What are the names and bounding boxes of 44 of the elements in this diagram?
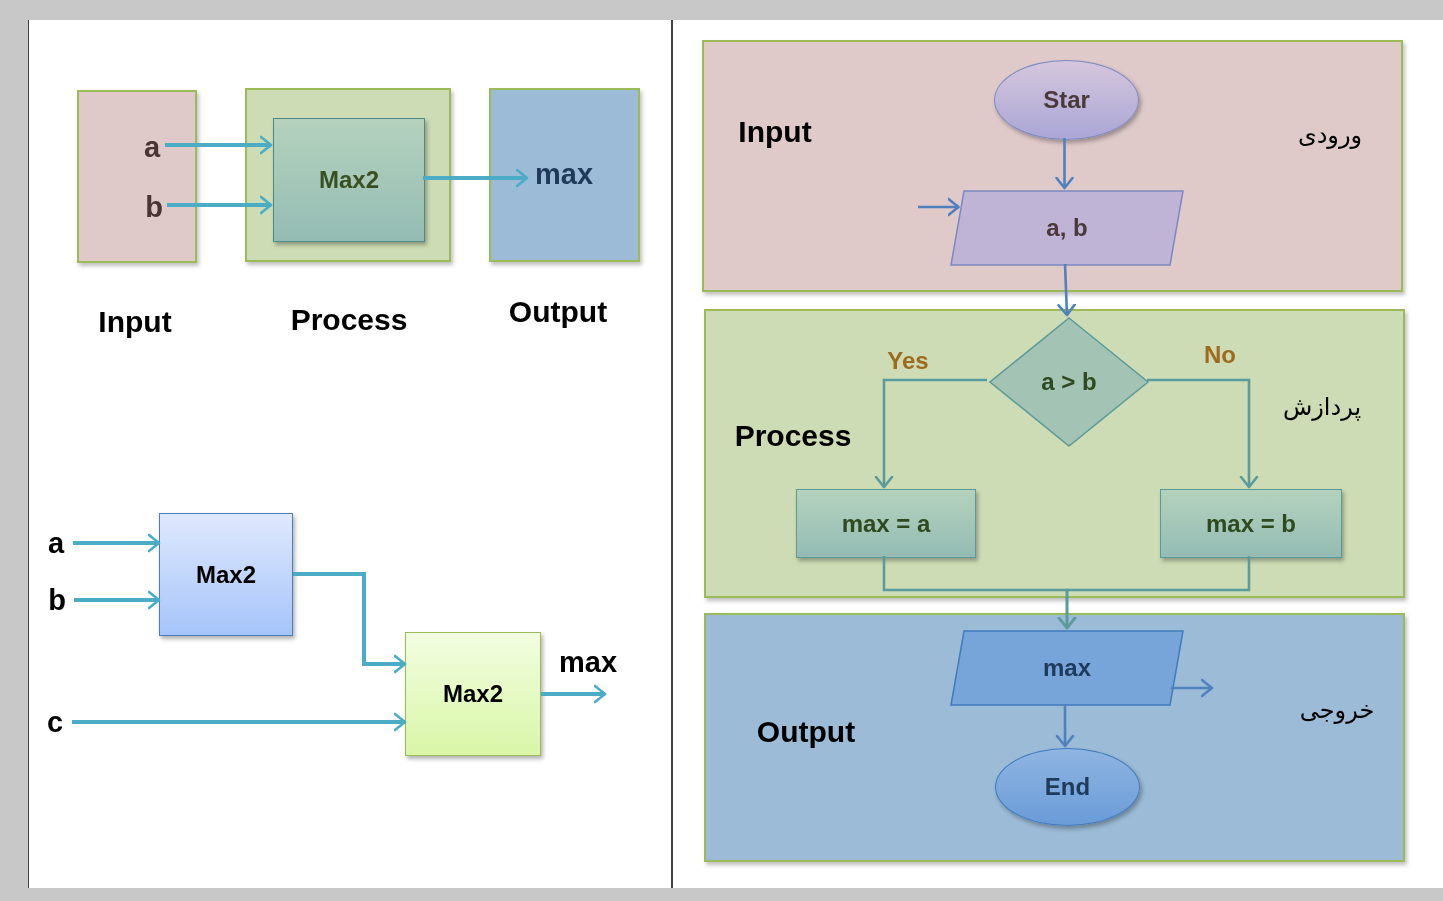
- heading: پردازش: [1282, 393, 1362, 421]
- start-ellipse: Star: [994, 60, 1139, 140]
- arrow: [874, 378, 987, 489]
- arrow: [1147, 378, 1259, 489]
- heading: Input: [98, 305, 172, 339]
- arrow: [918, 197, 960, 217]
- decision-diamond: a > b: [989, 317, 1149, 447]
- heading: Output: [756, 715, 856, 749]
- output-parallelogram: max: [950, 630, 1184, 706]
- heading: Output: [508, 295, 608, 329]
- variable-label: a: [137, 128, 167, 166]
- arrow: [73, 533, 161, 553]
- arrow: [293, 572, 407, 674]
- arrow: [72, 712, 407, 732]
- arrow: [1170, 678, 1214, 698]
- input-parallelogram: a, b: [950, 190, 1184, 266]
- heading: ورودی: [1297, 121, 1363, 149]
- variable-label: b: [44, 581, 70, 619]
- process-box: max = a: [796, 489, 976, 558]
- heading: Process: [290, 303, 408, 337]
- process-box: max = b: [1160, 489, 1342, 558]
- variable-label: c: [42, 703, 68, 741]
- process-box: Max2: [273, 118, 425, 242]
- swimlane-band: [702, 40, 1403, 292]
- arrow: [1057, 556, 1251, 630]
- process-box: Max2: [159, 513, 293, 636]
- arrow: [1055, 138, 1074, 190]
- output-label: max: [529, 155, 599, 193]
- heading: Input: [738, 115, 812, 149]
- arrow: [1057, 263, 1076, 317]
- arrow: [74, 590, 161, 610]
- arrow: [541, 684, 607, 704]
- swimlane-band: [704, 309, 1405, 598]
- arrow: [1055, 704, 1075, 748]
- arrow: [423, 168, 529, 188]
- variable-label: a: [43, 524, 69, 562]
- process-box: Max2: [405, 632, 541, 756]
- swimlane-band: [704, 613, 1405, 862]
- arrow: [167, 195, 273, 215]
- variable-label: b: [139, 188, 169, 226]
- heading: خروجی: [1299, 696, 1375, 724]
- heading: Process: [734, 419, 852, 453]
- arrow: [165, 135, 273, 155]
- end-ellipse: End: [995, 748, 1140, 826]
